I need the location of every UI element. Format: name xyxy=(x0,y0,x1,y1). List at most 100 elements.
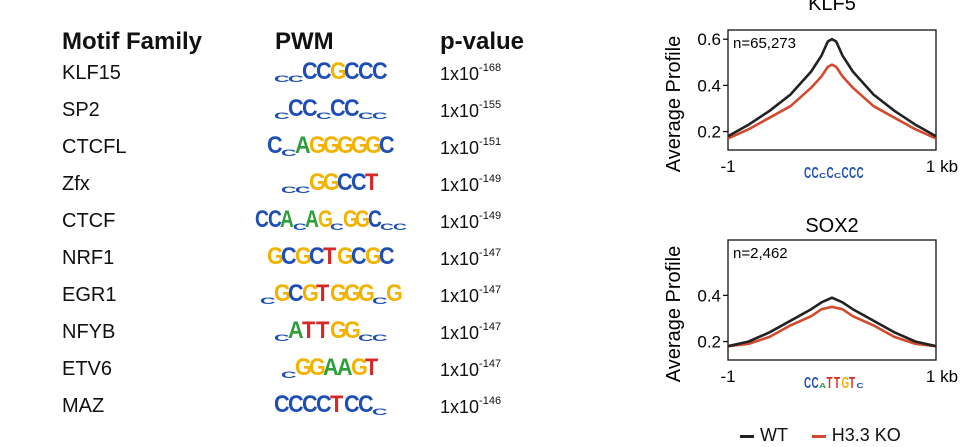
motif-family-8: ETV6 xyxy=(62,358,113,380)
pwm-letter: C xyxy=(358,111,374,122)
series-line-wt xyxy=(727,296,937,348)
pwm-letter: C xyxy=(274,74,290,85)
pwm-letter: C xyxy=(281,185,297,196)
pwm-letter: T xyxy=(316,317,329,345)
pwm-letter: T xyxy=(316,280,329,308)
pwm-letter: C xyxy=(267,206,282,234)
p-value-4: 1x10-149 xyxy=(440,210,502,233)
chart-title: SOX2 xyxy=(805,215,858,237)
pwm-letter: C xyxy=(372,111,388,122)
pwm-letter: C xyxy=(379,243,395,271)
pwm-letter: C xyxy=(358,333,374,344)
pwm-letter: C xyxy=(344,95,360,123)
pwm-letter: G xyxy=(323,132,340,160)
p-value-exponent: -147 xyxy=(479,284,502,296)
pwm-letter: C xyxy=(274,111,290,122)
plot-frame xyxy=(727,239,937,361)
p-value-5: 1x10-147 xyxy=(440,247,502,270)
p-value-exponent: -168 xyxy=(479,62,502,74)
pwm-letter: C xyxy=(380,222,394,233)
motif-letter: C xyxy=(857,164,864,182)
pwm-letter: C xyxy=(267,132,283,160)
motif-family-5: NRF1 xyxy=(62,247,115,269)
pwm-letter: C xyxy=(330,222,344,233)
p-value-8: 1x10-147 xyxy=(440,358,502,381)
pwm-letter: G xyxy=(309,354,326,382)
pwm-letter: C xyxy=(358,58,374,86)
pwm-letter: C xyxy=(281,243,297,271)
p-value-exponent: -149 xyxy=(479,210,502,222)
n-annotation: n=65,273 xyxy=(733,35,796,52)
pwm-letter: C xyxy=(255,206,269,234)
pwm-letter: T xyxy=(323,243,336,271)
pwm-letter: G xyxy=(386,280,403,308)
pwm-letter: C xyxy=(316,111,332,122)
pwm-letter: A xyxy=(323,354,339,382)
p-value-base: 1x10 xyxy=(440,249,480,269)
pwm-letter: C xyxy=(358,391,374,419)
pwm-letter: G xyxy=(309,169,326,197)
pwm-letter: G xyxy=(351,132,368,160)
motif-letter: C xyxy=(827,164,834,182)
p-value-base: 1x10 xyxy=(440,360,480,380)
motif-family-7: NFYB xyxy=(62,321,116,343)
pwm-letter: G xyxy=(295,354,312,382)
pwm-letter: C xyxy=(372,296,388,307)
x-tick-label: 1 kb xyxy=(926,367,958,386)
pwm-letter: C xyxy=(260,296,276,307)
y-axis-label: Average Profile xyxy=(663,246,685,382)
pwm-letter: A xyxy=(280,206,294,234)
n-annotation: n=2,462 xyxy=(733,245,788,262)
pwm-letter: C xyxy=(288,391,304,419)
p-value-0: 1x10-168 xyxy=(440,62,502,85)
pwm-letter: C xyxy=(372,407,388,418)
motif-letter: C xyxy=(849,164,856,182)
pwm-letter: T xyxy=(302,317,315,345)
p-value-exponent: -147 xyxy=(479,358,502,370)
pwm-letter: C xyxy=(372,58,388,86)
motif-family-4: CTCF xyxy=(62,210,116,232)
motif-letter: C xyxy=(812,374,819,392)
pwm-letter: C xyxy=(288,280,304,308)
pwm-letter: G xyxy=(337,132,354,160)
header-motif-family: Motif Family xyxy=(62,28,203,55)
pwm-letter: T xyxy=(330,391,343,419)
x-tick-label: -1 xyxy=(720,157,735,176)
pwm-letter: G xyxy=(365,243,382,271)
pwm-letter: G xyxy=(365,132,382,160)
pwm-letter: A xyxy=(305,206,319,234)
pwm-letter: C xyxy=(344,391,360,419)
legend-ko-swatch xyxy=(811,435,826,438)
series-line-wt xyxy=(727,37,937,138)
pwm-letter: G xyxy=(302,280,319,308)
p-value-base: 1x10 xyxy=(440,101,480,121)
x-tick-label: 1 kb xyxy=(926,157,958,176)
y-tick-label: 0.4 xyxy=(697,76,721,95)
p-value-base: 1x10 xyxy=(440,212,480,232)
motif-letter: G xyxy=(842,374,850,392)
p-value-base: 1x10 xyxy=(440,138,480,158)
y-tick-label: 0.2 xyxy=(697,333,721,352)
p-value-exponent: -149 xyxy=(479,173,502,185)
pwm-letter: C xyxy=(344,58,360,86)
pwm-letter: G xyxy=(351,354,368,382)
pwm-letter: C xyxy=(302,58,318,86)
motif-letter: T xyxy=(849,374,855,392)
p-value-exponent: -147 xyxy=(479,247,502,259)
p-value-2: 1x10-151 xyxy=(440,136,501,159)
p-value-base: 1x10 xyxy=(440,323,480,343)
pwm-letter: G xyxy=(342,206,358,234)
motif-letter: T xyxy=(827,374,833,392)
pwm-letter: C xyxy=(351,243,367,271)
pwm-letter: A xyxy=(337,354,353,382)
legend-wt-swatch xyxy=(740,435,754,438)
p-value-7: 1x10-147 xyxy=(440,321,501,344)
